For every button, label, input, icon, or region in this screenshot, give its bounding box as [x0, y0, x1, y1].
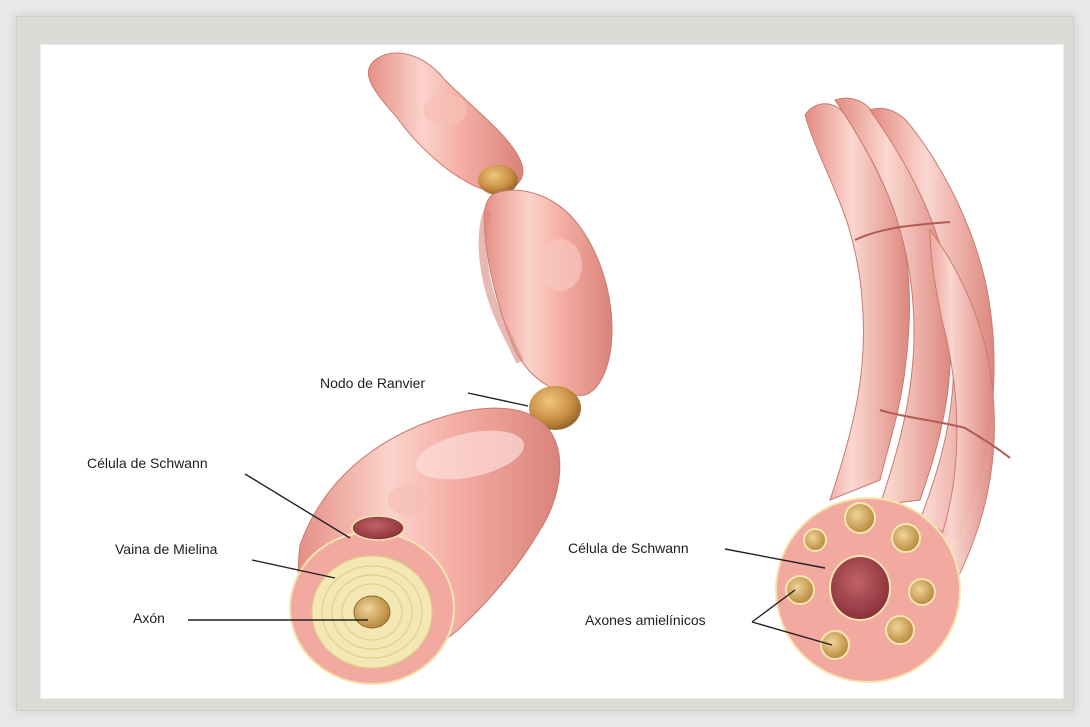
label-node-of-ranvier-text: Nodo de Ranvier	[320, 375, 425, 391]
schwann-cell-nucleus-left	[352, 516, 404, 540]
axon-core	[354, 596, 390, 628]
label-schwann-cell-right-text: Célula de Schwann	[568, 540, 689, 556]
label-schwann-cell-left-text: Célula de Schwann	[87, 455, 208, 471]
label-axon-text: Axón	[133, 610, 165, 626]
unmyelinated-fiber	[776, 98, 1010, 682]
label-unmyelinated-axons-text: Axones amielínicos	[585, 612, 706, 628]
myelinated-fiber	[290, 53, 612, 684]
leader-line-node	[468, 393, 528, 406]
schwann-cell-nucleus-right	[830, 556, 890, 620]
label-myelin-sheath-text: Vaina de Mielina	[115, 541, 218, 557]
unmyelinated-cross-section	[776, 498, 960, 682]
label-node-of-ranvier: Nodo de Ranvier	[320, 375, 528, 406]
